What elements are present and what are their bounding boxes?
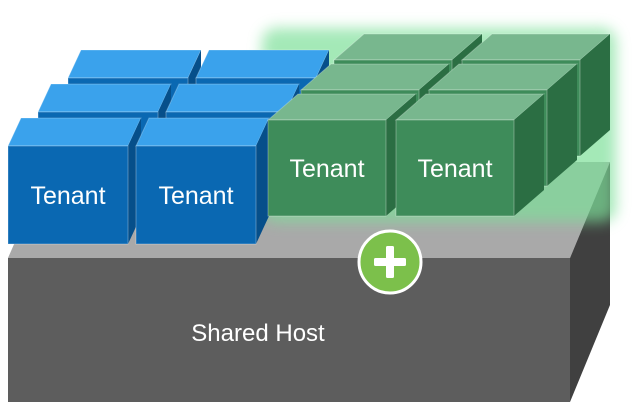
shared-host-front-face	[8, 258, 570, 402]
tenant-cube-front	[135, 145, 257, 245]
tenant-label: Tenant	[417, 155, 492, 183]
tenant-cube: Tenant	[135, 117, 270, 245]
green-tenant-cubes: Tenant Tenant	[266, 33, 612, 217]
tenant-cube-side	[514, 94, 544, 216]
tenant-cube: Tenant	[266, 93, 418, 217]
tenant-cube-front	[395, 119, 515, 217]
tenant-cube-side	[547, 64, 577, 186]
add-tenant-button[interactable]	[357, 229, 423, 295]
tenant-cube-front	[267, 119, 387, 217]
tenant-cube-top	[37, 83, 172, 113]
tenant-cube-front	[7, 145, 129, 245]
tenant-cube-top	[67, 49, 202, 79]
tenant-cube-top	[165, 83, 300, 113]
tenant-cube-side	[256, 118, 269, 244]
tenant-label: Tenant	[30, 182, 105, 210]
tenant-cube-top	[195, 49, 330, 79]
tenant-cube-side	[580, 34, 610, 156]
plus-icon	[374, 246, 406, 278]
tenant-cube-top	[7, 117, 142, 147]
tenant-cube: Tenant	[7, 117, 142, 245]
tenant-cube: Tenant	[394, 93, 546, 217]
tenant-label: Tenant	[289, 155, 364, 183]
tenant-label: Tenant	[158, 182, 233, 210]
shared-host-label: Shared Host	[191, 320, 325, 347]
tenant-cube-top	[135, 117, 270, 147]
